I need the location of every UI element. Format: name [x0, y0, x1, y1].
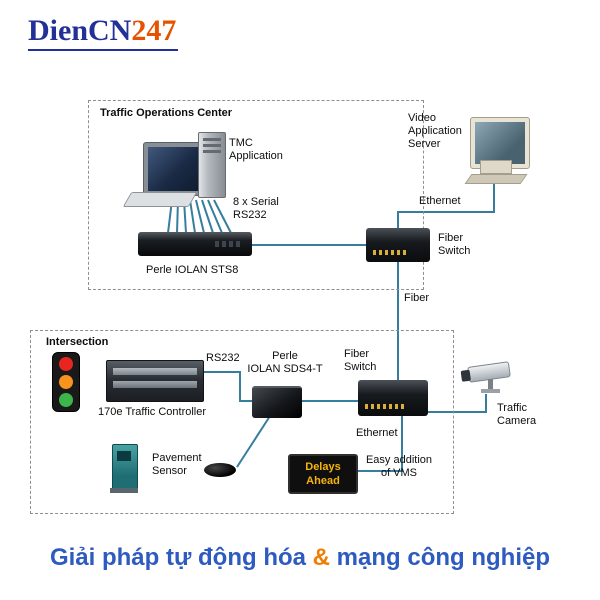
slogan: Giải pháp tự động hóa & mạng công nghiệp	[0, 544, 600, 572]
logo-text-orange: 247	[131, 14, 177, 47]
rack-ports	[215, 241, 243, 247]
tmc-keyboard-icon	[122, 192, 198, 207]
tower-vents	[203, 138, 221, 154]
tmc-computer-monitor-icon	[143, 142, 207, 196]
rs232-label: RS232	[206, 352, 240, 364]
ethernet-bottom-label: Ethernet	[356, 427, 398, 439]
amber-light	[59, 375, 73, 389]
pavement-sensor-unit-icon	[110, 444, 138, 493]
traffic-controller-icon	[106, 360, 204, 402]
operations-center-title: Traffic Operations Center	[100, 107, 233, 119]
traffic-camera-icon	[456, 358, 528, 402]
logo-text-blue: DienCN	[28, 14, 132, 47]
slogan-ampersand: &	[312, 544, 331, 571]
tmc-application-label: TMC Application	[229, 137, 283, 162]
video-server-base-icon	[480, 160, 512, 174]
intersection-title: Intersection	[46, 336, 109, 348]
intersection-box	[30, 330, 454, 514]
fiber-switch-top-label: Fiber Switch	[438, 232, 471, 257]
ethernet-top-label: Ethernet	[419, 195, 461, 207]
vms-note-label: Easy addition of VMS	[365, 454, 433, 479]
pavement-sensor-label: Pavement Sensor	[152, 452, 202, 477]
fiber-switch-top-icon	[366, 228, 430, 262]
iolan-sds4-label: Perle IOLAN SDS4-T	[247, 350, 323, 375]
traffic-operations-center-box	[88, 100, 424, 290]
iolan-sts8-label: Perle IOLAN STS8	[146, 264, 239, 276]
red-light	[59, 357, 73, 371]
camera-mount	[488, 379, 493, 390]
video-server-screen	[475, 122, 525, 164]
green-light	[59, 393, 73, 407]
camera-lens	[460, 369, 472, 382]
iolan-sts8-icon	[138, 232, 252, 256]
controller-panel	[113, 381, 197, 388]
video-server-keyboard-icon	[464, 174, 528, 184]
traffic-camera-label: Traffic Camera	[497, 402, 537, 427]
iolan-sds4-icon	[252, 386, 302, 418]
slogan-text-2: mạng công nghiệp	[330, 544, 551, 571]
sensor-base	[110, 488, 138, 493]
logo[interactable]: DienCN247	[28, 14, 179, 51]
inductive-loop-icon	[204, 463, 236, 477]
camera-base	[481, 389, 500, 393]
vms-sign: Delays Ahead	[288, 454, 358, 494]
traffic-controller-label: 170e Traffic Controller	[98, 406, 207, 418]
fiber-switch-bottom-icon	[358, 380, 428, 416]
fiber-label: Fiber	[404, 292, 430, 304]
switch-ports	[373, 250, 409, 255]
slogan-text-1: Giải pháp tự động hóa	[49, 544, 313, 571]
fiber-switch-bottom-label: Fiber Switch	[344, 348, 377, 373]
tmc-screen	[148, 147, 202, 191]
sensor-screen	[117, 451, 131, 461]
switch-ports	[365, 404, 404, 409]
video-server-label: Video Application Server	[408, 112, 462, 150]
traffic-light-icon	[52, 352, 80, 412]
serial-rs232-label: 8 x Serial RS232	[233, 196, 279, 221]
tmc-computer-tower-icon	[198, 132, 226, 198]
controller-panel	[113, 368, 197, 375]
